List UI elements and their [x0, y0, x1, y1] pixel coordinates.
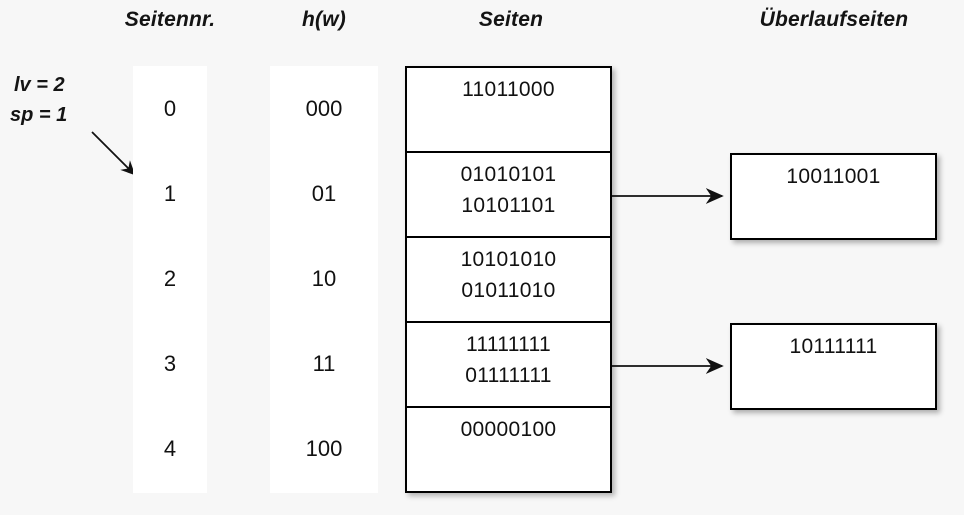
- hw-cell: 10: [311, 265, 337, 291]
- seitennr-cell: 1: [163, 180, 177, 206]
- overflow-connector-arrow-icon: [612, 358, 724, 374]
- seitennr-cell: 2: [163, 265, 177, 291]
- record-entry: 00000100: [460, 418, 557, 441]
- record-entry: 10101010: [460, 248, 557, 271]
- record-entry: 10111111: [789, 335, 878, 358]
- pages-table: 11011000 01010101 10101101 10101010 0101…: [405, 66, 612, 493]
- hw-cell: 000: [305, 95, 343, 121]
- record-entry: 10011001: [786, 165, 881, 188]
- hw-cell: 100: [305, 435, 343, 461]
- seitennr-cell: 4: [163, 435, 177, 461]
- split-pointer-arrow-icon: [91, 131, 136, 176]
- overflow-page: 10111111: [730, 323, 937, 410]
- column-header-hw: h(w): [302, 8, 346, 31]
- record-entry: 11011000: [462, 78, 555, 101]
- hw-cell: 11: [312, 350, 336, 376]
- page-bucket: 00000100: [407, 408, 610, 491]
- record-entry: 11111111: [466, 333, 551, 356]
- column-header-ueberlaufseiten: Überlaufseiten: [759, 8, 909, 31]
- overflow-page: 10011001: [730, 153, 937, 240]
- hw-cell: 01: [311, 180, 337, 206]
- column-header-seiten: Seiten: [478, 8, 544, 31]
- page-bucket: 01010101 10101101: [407, 153, 610, 238]
- page-bucket: 11111111 01111111: [407, 323, 610, 408]
- overflow-connector-arrow-icon: [612, 188, 724, 204]
- param-sp-label: sp = 1: [10, 104, 68, 126]
- seitennr-cell: 0: [163, 95, 177, 121]
- page-bucket: 11011000: [407, 68, 610, 153]
- record-entry: 10101101: [461, 194, 556, 217]
- seitennr-cell: 3: [163, 350, 177, 376]
- column-header-seitennr: Seitennr.: [124, 8, 216, 31]
- param-lv-label: lv = 2: [14, 74, 65, 96]
- record-entry: 01011010: [461, 279, 556, 302]
- record-entry: 01111111: [465, 364, 552, 387]
- hash-value-column: 000 01 10 11 100: [270, 66, 378, 493]
- record-entry: 01010101: [460, 163, 557, 186]
- page-bucket: 10101010 01011010: [407, 238, 610, 323]
- seitennr-column: 0 1 2 3 4: [133, 66, 207, 493]
